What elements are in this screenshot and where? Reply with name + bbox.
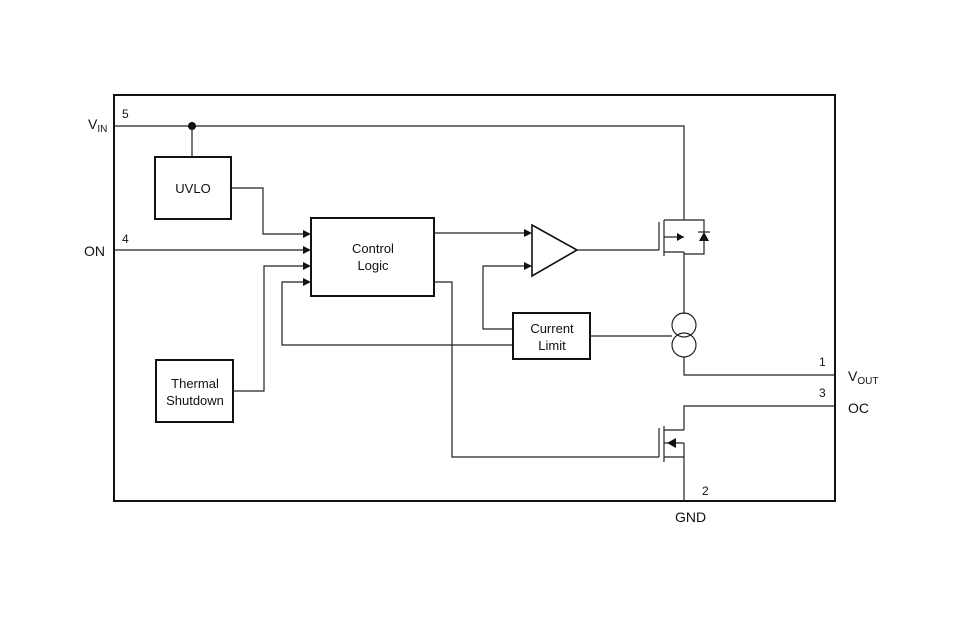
pin-label-oc: OC bbox=[848, 400, 869, 416]
limit-to-logic-wire bbox=[281, 281, 513, 346]
amplifier-icon bbox=[531, 223, 579, 278]
pin-number-gnd: 2 bbox=[702, 484, 709, 498]
control-logic-line1: Control bbox=[352, 241, 394, 256]
current-limit-line1: Current bbox=[530, 321, 574, 336]
current-limit-line2: Limit bbox=[538, 338, 566, 353]
pin-number-on: 4 bbox=[122, 232, 129, 246]
thermal-to-logic-wire bbox=[233, 265, 303, 392]
arrowhead-icon bbox=[303, 278, 311, 286]
pin-label-vout: VOUT bbox=[848, 368, 878, 387]
control-logic-line2: Logic bbox=[357, 258, 389, 273]
pin-label-gnd: GND bbox=[675, 509, 706, 525]
oc-wire bbox=[683, 405, 835, 430]
thermal-shutdown-line1: Thermal bbox=[171, 376, 219, 391]
arrowhead-icon bbox=[303, 262, 311, 270]
sense-to-vout-wire bbox=[683, 357, 835, 376]
current-sense-icon bbox=[671, 312, 697, 358]
logic-to-oc-gate-wire bbox=[434, 281, 659, 458]
thermal-shutdown-block bbox=[155, 359, 234, 423]
limit-to-amp-wire bbox=[482, 265, 524, 330]
pin-label-on: ON bbox=[84, 243, 105, 259]
pass-mosfet-icon bbox=[658, 219, 710, 256]
current-limit-block bbox=[512, 312, 591, 360]
uvlo-block bbox=[154, 156, 232, 220]
arrowhead-icon bbox=[303, 230, 311, 238]
arrowhead-icon bbox=[524, 262, 532, 270]
pin-number-vout: 1 bbox=[819, 355, 826, 369]
oc-mosfet-icon bbox=[658, 426, 685, 462]
uvlo-label: UVLO bbox=[175, 181, 210, 196]
uvlo-to-logic-wire bbox=[231, 187, 303, 235]
ic-outline bbox=[113, 94, 836, 502]
vin-wire bbox=[114, 125, 685, 220]
control-logic-block bbox=[310, 217, 435, 297]
arrowhead-icon bbox=[303, 246, 311, 254]
thermal-shutdown-line2: Shutdown bbox=[166, 393, 224, 408]
pin-label-vin: VIN bbox=[88, 116, 107, 135]
pin-number-vin: 5 bbox=[122, 107, 129, 121]
pin-number-oc: 3 bbox=[819, 386, 826, 400]
arrowhead-icon bbox=[524, 229, 532, 237]
